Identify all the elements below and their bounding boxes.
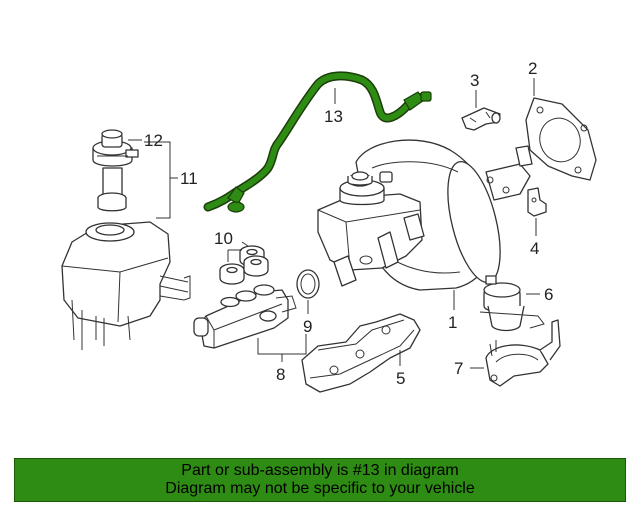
vacuum-hose-part-13[interactable] (203, 71, 432, 213)
callout-bracket-11 (144, 141, 171, 219)
filter-insert-part-11[interactable] (97, 167, 127, 212)
callout-11: 11 (180, 169, 198, 188)
mounting-bracket-part-7[interactable] (485, 319, 561, 387)
callout-9: 9 (303, 317, 312, 336)
callout-1: 1 (448, 313, 457, 332)
info-banner: Part or sub-assembly is #13 in diagram D… (14, 458, 626, 502)
callout-7: 7 (454, 359, 463, 378)
brake-booster-part-1[interactable] (317, 139, 533, 291)
callout-12: 12 (144, 131, 163, 150)
callout-3: 3 (470, 71, 479, 90)
o-ring-part-9[interactable] (296, 269, 320, 299)
callout-13: 13 (324, 107, 343, 126)
gasket-part-2[interactable] (525, 97, 597, 181)
clip-part-3[interactable] (461, 107, 501, 131)
callout-4: 4 (530, 239, 539, 258)
bracket-part-4[interactable] (527, 187, 547, 217)
vacuum-pump-part-6[interactable] (479, 275, 545, 332)
parts-diagram: 1 2 3 4 5 6 7 8 9 10 11 12 13 (61, 59, 597, 393)
hose-connector-tip (420, 91, 432, 102)
callout-10: 10 (214, 229, 233, 248)
fluid-reservoir[interactable] (61, 221, 191, 350)
hose-end-fitting (227, 201, 245, 213)
callout-bracket-8 (257, 334, 307, 355)
master-cylinder-part-8[interactable] (193, 284, 297, 349)
banner-line-disclaimer: Diagram may not be specific to your vehi… (165, 480, 475, 497)
reservoir-cap-part-12[interactable] (92, 129, 139, 167)
callout-8: 8 (276, 365, 285, 384)
hose-body (205, 72, 427, 210)
callout-2: 2 (528, 59, 537, 78)
bracket-part-5[interactable] (301, 313, 421, 393)
banner-line-part-number: Part or sub-assembly is #13 in diagram (181, 462, 459, 479)
callout-6: 6 (544, 285, 553, 304)
callout-5: 5 (396, 369, 405, 388)
grommets-part-10[interactable] (219, 245, 269, 285)
callout-leader-10 (227, 241, 249, 262)
